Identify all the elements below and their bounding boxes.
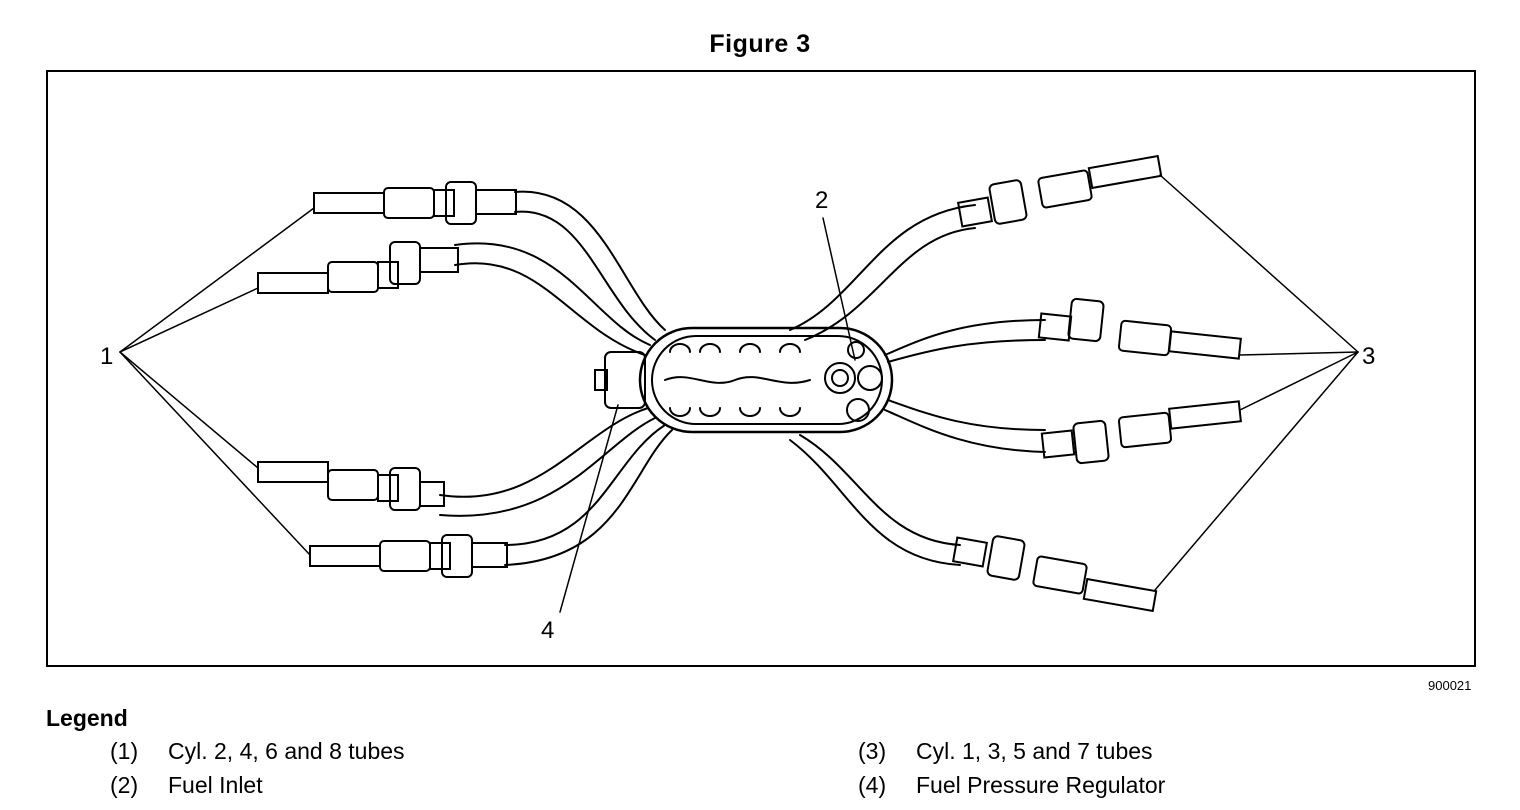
left-connector-3	[257, 461, 445, 511]
fuel-inlet	[824, 341, 883, 422]
diagram-frame	[46, 70, 1476, 667]
callout-3: 3	[1362, 343, 1376, 370]
figure-code: 900021	[1428, 678, 1472, 693]
right-connector-2	[1037, 297, 1242, 360]
legend-item-text: Cyl. 1, 3, 5 and 7 tubes	[916, 738, 1153, 764]
right-connector-1	[956, 154, 1163, 228]
right-connector-4	[951, 535, 1158, 613]
fuel-pressure-regulator	[594, 351, 646, 409]
legend-item-number: (2)	[110, 772, 139, 798]
left-tubes	[439, 190, 673, 566]
legend-item-number: (3)	[858, 738, 887, 764]
legend-item-text: Cyl. 2, 4, 6 and 8 tubes	[168, 738, 405, 764]
callout-1: 1	[100, 343, 114, 370]
legend-item-4: (4) Fuel Pressure Regulator	[858, 772, 1165, 799]
legend-item-text: Fuel Pressure Regulator	[916, 772, 1166, 798]
callout-2: 2	[815, 187, 829, 214]
callout-4: 4	[541, 617, 555, 644]
figure-title: Figure 3	[709, 30, 811, 58]
leader-line-4	[559, 404, 619, 613]
legend-item-1: (1) Cyl. 2, 4, 6 and 8 tubes	[110, 738, 405, 765]
legend-item-text: Fuel Inlet	[168, 772, 263, 798]
left-connector-4	[309, 534, 508, 578]
left-connector-1	[313, 181, 517, 225]
legend-item-number: (1)	[110, 738, 139, 764]
legend-item-2: (2) Fuel Inlet	[110, 772, 263, 799]
legend-item-number: (4)	[858, 772, 887, 798]
legend-item-3: (3) Cyl. 1, 3, 5 and 7 tubes	[858, 738, 1153, 765]
legend-title: Legend	[46, 705, 128, 731]
right-connector-3	[1040, 400, 1242, 465]
left-connector-2	[257, 241, 459, 294]
leader-line-2	[822, 217, 856, 361]
right-tubes	[789, 204, 1046, 566]
leader-lines-3	[1154, 174, 1359, 591]
leader-lines-1	[119, 207, 315, 556]
